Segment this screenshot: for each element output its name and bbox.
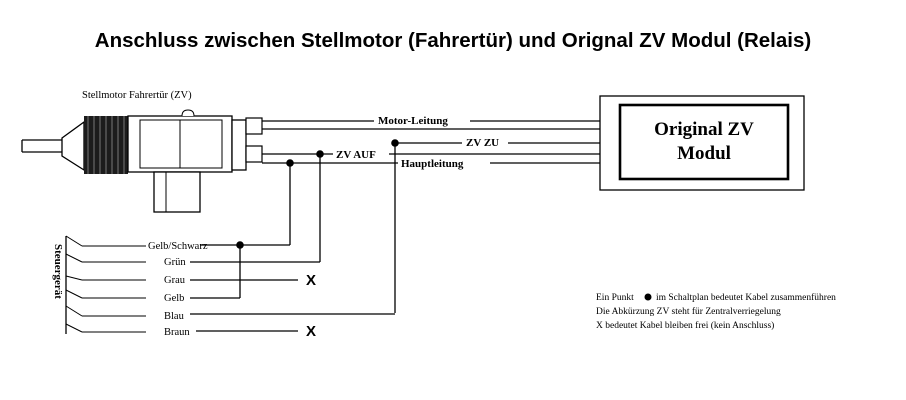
module-title-line-1: Original ZV [654,119,754,140]
not-connected-marker-braun: X [306,323,316,340]
junction-dots [236,139,399,249]
wire-label-gelb-schwarz: Gelb/Schwarz [148,241,208,252]
module-title-line-2: Modul [677,143,731,164]
not-connected-marker-grau: X [306,272,316,289]
wire-label-blau: Blau [164,311,185,322]
diagram-title: Anschluss zwischen Stellmotor (Fahrertür… [95,29,811,52]
wire-label-grau: Grau [164,275,186,286]
legend-line-3: X bedeutet Kabel bleiben frei (kein Ansc… [596,320,774,331]
legend-line-2: Die Abkürzung ZV steht für Zentralverrie… [596,306,781,317]
wire-label-gruen: Grün [164,257,186,268]
zv-auf-label: ZV AUF [336,149,376,161]
control-unit-label: Steuergerät [52,244,64,299]
motor-leitung-label: Motor-Leitung [378,115,448,127]
legend-line-1-start: Ein Punkt [596,293,634,303]
legend-dot-icon [644,293,652,301]
legend: Ein Punkt im Schaltplan bedeutet Kabel z… [596,292,836,331]
motor-label: Stellmotor Fahrertür (ZV) [82,90,192,101]
wire-label-braun: Braun [164,327,190,338]
actuator-motor-icon [21,109,263,213]
wire-label-gelb: Gelb [164,293,184,304]
zv-module-box: Original ZV Modul [599,95,805,191]
hauptleitung-label: Hauptleitung [401,158,464,170]
control-unit-switches [65,235,146,334]
legend-line-1-end: im Schaltplan bedeutet Kabel zusammenfüh… [656,292,836,303]
control-wires [190,154,395,332]
zv-zu-label: ZV ZU [466,137,499,149]
